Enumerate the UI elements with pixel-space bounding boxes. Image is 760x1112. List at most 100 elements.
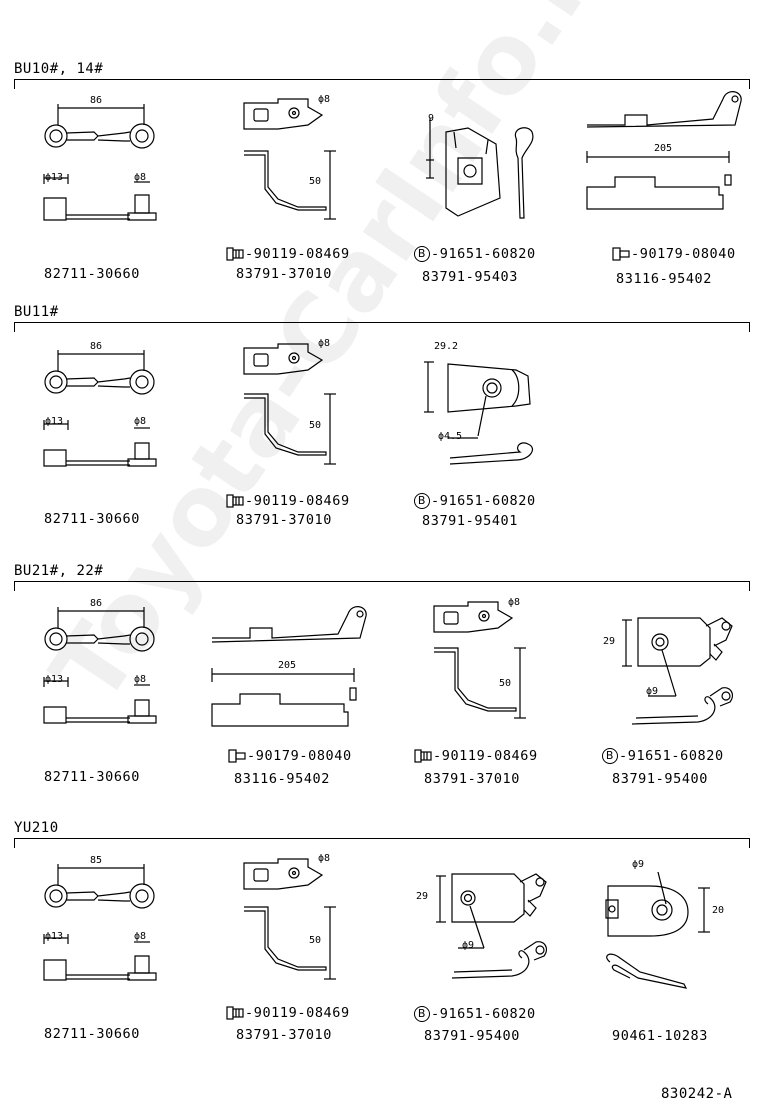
part-number: 82711-30660 <box>44 1026 141 1042</box>
part-number: 83116-95402 <box>616 271 713 287</box>
part-number: 83791-37010 <box>424 771 521 787</box>
part-number: 82711-30660 <box>44 511 141 527</box>
divider-tick <box>14 322 15 332</box>
part-number: 83791-37010 <box>236 1027 333 1043</box>
bolt-callout: B-91651-60820 <box>414 1006 536 1022</box>
clip-drawing <box>418 118 558 228</box>
dimension-diameter: ϕ9 <box>462 940 475 951</box>
dimension-diameter: ϕ8 <box>318 338 331 349</box>
dimension-length: 86 <box>90 95 103 106</box>
dimension-diameter: ϕ13 <box>45 931 64 942</box>
battery-cable-drawing <box>38 100 168 230</box>
bolt-callout: -90119-08469 <box>226 493 350 509</box>
section-divider <box>14 322 750 323</box>
divider-tick <box>749 322 750 332</box>
bolt-icon <box>226 247 244 261</box>
bracket-drawing <box>238 855 348 985</box>
battery-cable-drawing <box>38 603 168 733</box>
dimension-length: 205 <box>654 143 673 154</box>
bolt-callout: -90119-08469 <box>226 1005 350 1021</box>
section-title-yu210: YU210 <box>14 820 59 836</box>
bolt-callout: -90179-08040 <box>612 246 736 262</box>
dimension-diameter: ϕ13 <box>45 674 64 685</box>
bolt-icon <box>226 494 244 508</box>
dimension-height: 29.2 <box>434 341 459 352</box>
dimension-diameter: ϕ8 <box>318 94 331 105</box>
bolt-callout: -90179-08040 <box>228 748 352 764</box>
dimension-height: 9 <box>428 113 435 124</box>
bolt-type-letter: B <box>414 1006 430 1022</box>
dimension-height: 50 <box>309 176 322 187</box>
dimension-diameter: ϕ8 <box>134 172 147 183</box>
long-terminal-drawing <box>210 604 370 734</box>
dimension-height: 50 <box>309 420 322 431</box>
bracket-drawing <box>428 598 538 728</box>
bolt-part-number: -91651-60820 <box>431 1006 536 1022</box>
bolt-part-number: -91651-60820 <box>619 748 724 764</box>
bolt-callout: B-91651-60820 <box>414 246 536 262</box>
section-title-bu11: BU11# <box>14 304 59 320</box>
dimension-length: 85 <box>90 855 103 866</box>
part-number: 83791-37010 <box>236 512 333 528</box>
dimension-diameter: ϕ8 <box>318 853 331 864</box>
part-number: 83791-95400 <box>612 771 709 787</box>
bolt-part-number: -90119-08469 <box>245 246 350 262</box>
bolt-type-letter: B <box>414 246 430 262</box>
bolt-part-number: -90119-08469 <box>433 748 538 764</box>
dimension-height: 50 <box>309 935 322 946</box>
dimension-length: 86 <box>90 598 103 609</box>
dimension-length: 86 <box>90 341 103 352</box>
part-number: 90461-10283 <box>612 1028 709 1044</box>
dimension-diameter: ϕ4.5 <box>438 431 463 442</box>
bolt-callout: -90119-08469 <box>226 246 350 262</box>
bolt-part-number: -91651-60820 <box>431 246 536 262</box>
dimension-diameter: ϕ13 <box>45 416 64 427</box>
battery-cable-drawing <box>38 860 168 990</box>
bolt-callout: B-91651-60820 <box>602 748 724 764</box>
clip-with-connector-drawing <box>618 610 748 740</box>
bolt-part-number: -91651-60820 <box>431 493 536 509</box>
bolt-callout: -90119-08469 <box>414 748 538 764</box>
dimension-height: 29 <box>603 636 616 647</box>
section-divider <box>14 581 750 582</box>
part-number: 83791-95401 <box>422 513 519 529</box>
bolt-type-letter: B <box>602 748 618 764</box>
bolt-part-number: -90119-08469 <box>245 1005 350 1021</box>
section-divider <box>14 838 750 839</box>
clip-with-connector-drawing <box>432 866 562 996</box>
part-number: 83116-95402 <box>234 771 331 787</box>
cable-clamp-drawing <box>600 866 730 996</box>
bolt-type-letter: B <box>414 493 430 509</box>
dimension-diameter: ϕ9 <box>632 859 645 870</box>
part-number: 82711-30660 <box>44 769 141 785</box>
long-terminal-drawing <box>585 85 745 215</box>
battery-cable-drawing <box>38 346 168 476</box>
part-number: 83791-95403 <box>422 269 519 285</box>
dimension-diameter: ϕ9 <box>646 686 659 697</box>
divider-tick <box>749 838 750 848</box>
bolt-callout: B-91651-60820 <box>414 493 536 509</box>
part-number: 83791-37010 <box>236 266 333 282</box>
bracket-drawing <box>238 95 348 225</box>
bolt-part-number: -90179-08040 <box>247 748 352 764</box>
dimension-length: 205 <box>278 660 297 671</box>
dimension-height: 50 <box>499 678 512 689</box>
dimension-height: 29 <box>416 891 429 902</box>
bolt-icon <box>226 1006 244 1020</box>
illustration-code: 830242-A <box>661 1086 733 1102</box>
flange-bolt-icon <box>612 247 630 261</box>
bracket-drawing <box>238 340 348 470</box>
dimension-diameter: ϕ8 <box>134 931 147 942</box>
section-divider <box>14 79 750 80</box>
dimension-diameter: ϕ8 <box>508 597 521 608</box>
divider-tick <box>14 838 15 848</box>
bolt-part-number: -90119-08469 <box>245 493 350 509</box>
part-number: 82711-30660 <box>44 266 141 282</box>
bolt-icon <box>414 749 432 763</box>
divider-tick <box>749 581 750 591</box>
dimension-diameter: ϕ8 <box>134 674 147 685</box>
clip-drawing <box>420 352 550 472</box>
bolt-part-number: -90179-08040 <box>631 246 736 262</box>
divider-tick <box>749 79 750 89</box>
dimension-diameter: ϕ8 <box>134 416 147 427</box>
